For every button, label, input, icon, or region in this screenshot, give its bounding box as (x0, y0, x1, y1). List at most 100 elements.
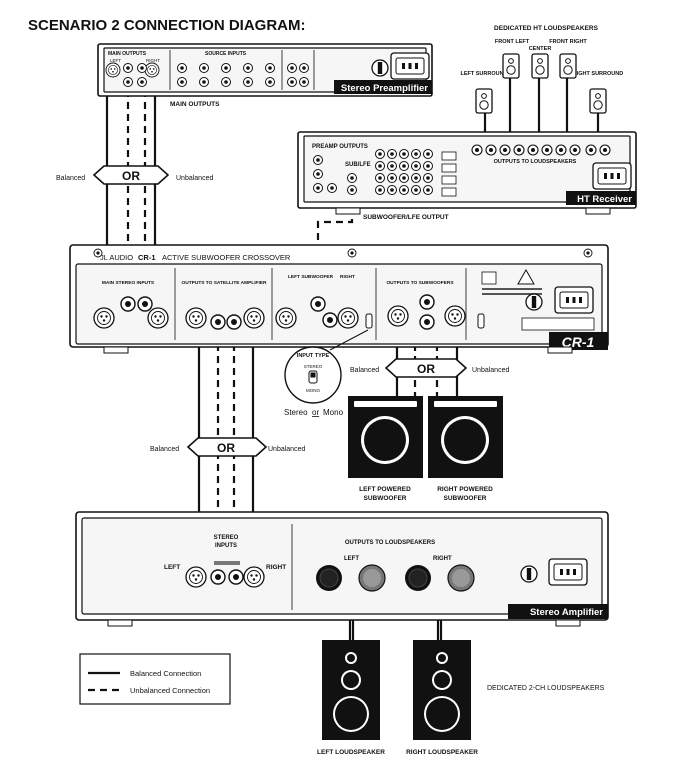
cr1-main-input-right-rca[interactable] (137, 296, 153, 312)
front-right-speaker-icon (559, 53, 577, 79)
preamp-left-label: LEFT (110, 58, 121, 63)
stereo-or-mono-2: Mono (323, 408, 344, 417)
cr1-satellite-right-xlr[interactable] (243, 307, 265, 329)
preamp-source-inputs-label: SOURCE INPUTS (205, 51, 247, 57)
preamp-main-outputs-label: MAIN OUTPUTS (108, 51, 147, 57)
input-type-stereo: STEREO (304, 364, 323, 369)
unbalanced-label-2: Unbalanced (472, 367, 509, 374)
or-choice-main-inputs: OR Balanced Unbalanced (56, 165, 213, 185)
right-subwoofer-label-2: SUBWOOFER (444, 495, 487, 502)
amp-left-label: LEFT (164, 564, 180, 571)
preamp-left-rca[interactable] (123, 63, 133, 73)
amp-power-switch-icon[interactable] (520, 565, 538, 583)
ht-loudspeakers: DEDICATED HT LOUDSPEAKERS FRONT LEFT CEN… (460, 25, 623, 114)
or-label-3: OR (217, 441, 235, 455)
cr1-sub-output-right-rca[interactable] (419, 314, 435, 330)
left-subwoofer-label-1: LEFT POWERED (359, 486, 411, 493)
cr1-sub-input-right-xlr[interactable] (337, 307, 359, 329)
or-choice-subwoofers: OR Balanced Unbalanced (350, 358, 509, 378)
cr1-outputs-to-subwoofers-top: OUTPUTS TO SUBWOOFERS (386, 280, 454, 286)
balanced-label-1: Balanced (56, 175, 85, 182)
legend-balanced: Balanced Connection (130, 669, 201, 678)
cr1-sub-output-left-rca[interactable] (419, 294, 435, 310)
amp-right-rca[interactable] (228, 569, 244, 585)
input-type-mono: MONO (306, 388, 320, 393)
amp-power-inlet-icon (548, 558, 588, 586)
or-label-2: OR (417, 362, 435, 376)
cr1-main-input-left-xlr[interactable] (93, 307, 115, 329)
legend-unbalanced: Unbalanced Connection (130, 686, 210, 695)
stereo-preamplifier: MAIN OUTPUTS LEFT RIGHT SOURCE INPUTS St… (97, 43, 433, 108)
subwoofers: LEFT POWERED SUBWOOFER RIGHT POWERED SUB… (348, 396, 503, 502)
ht-speakers-heading: DEDICATED HT LOUDSPEAKERS (494, 25, 599, 32)
cr1-sub-input-rca[interactable] (310, 296, 326, 312)
center-speaker-icon (531, 53, 549, 79)
cr1-satellite-left-xlr[interactable] (185, 307, 207, 329)
front-left-speaker-icon (502, 53, 520, 79)
balanced-label-2: Balanced (350, 367, 379, 374)
preamp-power-switch-icon[interactable] (371, 59, 389, 77)
stereo-or-mono-or: or (312, 408, 319, 417)
preamp-right-label: RIGHT (146, 58, 160, 63)
amp-name: Stereo Amplifier (530, 607, 603, 618)
preamp-right-rca-2[interactable] (137, 77, 147, 87)
preamp-power-inlet-icon (390, 52, 430, 80)
ht-subwoofer-lfe-output: SUBWOOFER/LFE OUTPUT (363, 214, 449, 221)
amp-spk-right-label: RIGHT (433, 556, 452, 562)
cr1-power-switch-icon[interactable] (525, 293, 543, 311)
preamp-left-rca-2[interactable] (123, 77, 133, 87)
right-surround-label: RIGHT SURROUND (573, 71, 623, 77)
right-subwoofer-label-1: RIGHT POWERED (437, 486, 493, 493)
or-label-1: OR (122, 169, 140, 183)
amp-left-rca[interactable] (210, 569, 226, 585)
ht-power-inlet-icon (592, 162, 632, 190)
cr1-power-inlet-icon (554, 286, 594, 314)
amp-right-xlr[interactable] (243, 566, 265, 588)
balanced-label-3: Balanced (150, 446, 179, 453)
ht-speaker-posts[interactable] (441, 144, 611, 197)
amp-outputs-to-loudspeakers: OUTPUTS TO LOUDSPEAKERS (345, 540, 435, 546)
legend: Balanced Connection Unbalanced Connectio… (79, 653, 231, 705)
ht-receiver-name: HT Receiver (577, 194, 632, 205)
cr1-main-input-left-rca[interactable] (120, 296, 136, 312)
cr1-sub-input-rca-2[interactable] (322, 312, 338, 328)
preamp-right-xlr[interactable] (144, 62, 160, 78)
amp-right-label: RIGHT (266, 564, 286, 571)
two-channel-loudspeakers: LEFT LOUDSPEAKER RIGHT LOUDSPEAKER DEDIC… (317, 640, 605, 756)
ht-sub-lfe: SUB/LFE (345, 162, 371, 168)
cr1-left-subwoofer-label: LEFT SUBWOOFER (288, 274, 334, 280)
diagram-title: SCENARIO 2 CONNECTION DIAGRAM: (28, 17, 306, 34)
left-subwoofer-label-2: SUBWOOFER (364, 495, 407, 502)
cr1-sub-output-left-xlr[interactable] (387, 305, 409, 327)
input-type-label: INPUT TYPE (297, 353, 330, 359)
cr1-sub-input-left-xlr[interactable] (275, 307, 297, 329)
stereo-or-mono-1: Stereo (284, 408, 308, 417)
cr1-satellite-left-rca[interactable] (210, 314, 226, 330)
input-type-callout: INPUT TYPE STEREO MONO Stereo or Mono (284, 329, 369, 417)
cr1-satellite-right-rca[interactable] (226, 314, 242, 330)
preamp-right-rca[interactable] (137, 63, 147, 73)
dedicated-2ch-label: DEDICATED 2-CH LOUDSPEAKERS (487, 685, 605, 692)
cr1-input-type-switch[interactable] (365, 313, 373, 329)
cr1-crossover: JL AUDIO CR-1 ACTIVE SUBWOOFER CROSSOVER… (69, 244, 609, 354)
ht-outputs-to-loudspeakers: OUTPUTS TO LOUDSPEAKERS (494, 159, 577, 165)
preamp-left-xlr[interactable] (105, 62, 121, 78)
amp-left-xlr[interactable] (185, 566, 207, 588)
center-label: CENTER (529, 46, 552, 52)
unbalanced-label-3: Unbalanced (268, 446, 305, 453)
ht-preamp-outputs: PREAMP OUTPUTS (312, 144, 368, 150)
front-right-label: FRONT RIGHT (549, 39, 587, 45)
cr1-sub-output-right-xlr[interactable] (444, 305, 466, 327)
cr1-main-stereo-inputs-top: MAIN STEREO INPUTS (102, 280, 155, 286)
left-surround-label: LEFT SURROUND (460, 71, 507, 77)
amp-stereo-inputs-2: INPUTS (215, 543, 237, 549)
preamp-name: Stereo Preamplifier (341, 83, 428, 94)
preamp-main-outputs-bottom: MAIN OUTPUTS (170, 101, 220, 108)
or-choice-satellite: OR Balanced Unbalanced (150, 437, 305, 457)
right-surround-speaker-icon (589, 88, 607, 114)
unbalanced-label-1: Unbalanced (176, 175, 213, 182)
left-surround-speaker-icon (475, 88, 493, 114)
cr1-main-input-right-xlr[interactable] (147, 307, 169, 329)
amp-speaker-terminals[interactable] (316, 564, 475, 592)
